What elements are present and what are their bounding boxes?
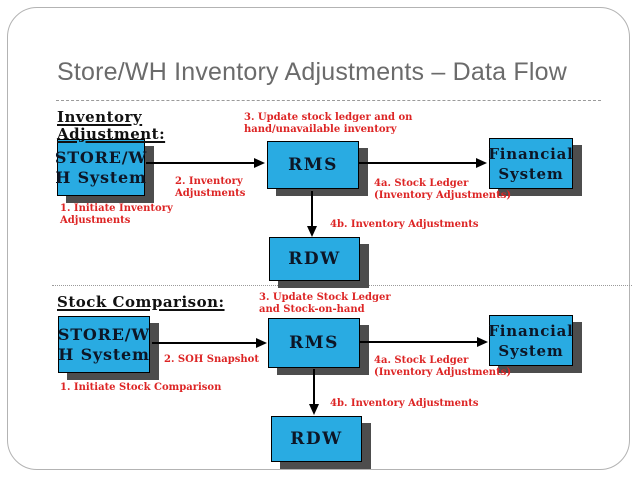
box-label: System — [498, 341, 564, 360]
store-wh-system-box: STORE/W H System — [58, 316, 150, 373]
slide-frame-border — [7, 7, 630, 470]
rms-box: RMS — [268, 318, 360, 368]
label-step-1: 1. Initiate Stock Comparison — [60, 382, 222, 393]
rdw-box: RDW — [269, 237, 360, 281]
arrow-rms-to-financial — [360, 337, 488, 347]
box-label: RMS — [289, 333, 339, 353]
arrow-down-icon — [307, 226, 317, 237]
box-label: H System — [58, 344, 150, 364]
section-heading-inventory-adjustment: Inventory Adjustment: — [57, 109, 165, 143]
arrow-right-icon — [477, 337, 488, 347]
arrow-right-icon — [256, 338, 267, 348]
section-heading-line: Inventory — [57, 108, 143, 126]
box-label: RDW — [288, 249, 341, 269]
rdw-box: RDW — [271, 416, 362, 462]
slide-title: Store/WH Inventory Adjustments – Data Fl… — [57, 58, 567, 86]
section-heading-stock-comparison: Stock Comparison: — [57, 294, 225, 311]
label-step-2: 2. Inventory Adjustments — [175, 176, 246, 199]
box-label: RDW — [290, 429, 343, 449]
label-step-3: 3. Update stock ledger and on hand/unava… — [244, 112, 413, 135]
arrow-right-icon — [476, 158, 487, 168]
label-step-4b: 4b. Inventory Adjustments — [330, 219, 479, 230]
arrow-rms-to-rdw — [309, 369, 319, 415]
box-label: STORE/W — [57, 324, 151, 344]
box-label: Financial — [488, 144, 574, 163]
label-step-4a: 4a. Stock Ledger (Inventory Adjustments) — [374, 178, 512, 201]
arrow-rms-to-financial — [359, 158, 487, 168]
arrow-right-icon — [254, 158, 265, 168]
label-step-1: 1. Initiate Inventory Adjustments — [60, 203, 173, 226]
box-label: RMS — [288, 155, 338, 175]
title-divider — [56, 100, 601, 101]
store-wh-system-box: STORE/W H System — [54, 139, 148, 196]
box-label: STORE/W — [54, 147, 148, 167]
label-step-3: 3. Update Stock Ledger and Stock-on-hand — [259, 292, 391, 315]
financial-system-box: Financial System — [488, 315, 574, 366]
arrow-store-to-rms — [146, 158, 265, 168]
label-step-4b: 4b. Inventory Adjustments — [330, 398, 479, 409]
arrow-down-icon — [309, 404, 319, 415]
arrow-rms-to-rdw — [307, 191, 317, 237]
section-divider — [52, 285, 632, 286]
box-label: Financial — [488, 321, 574, 340]
section-heading-line: Stock Comparison: — [57, 293, 225, 311]
box-label: H System — [55, 167, 147, 187]
rms-box: RMS — [267, 141, 359, 189]
label-step-4a: 4a. Stock Ledger (Inventory Adjustments) — [374, 355, 512, 378]
label-step-2: 2. SOH Snapshot — [164, 354, 259, 365]
section-heading-line: Adjustment: — [57, 125, 166, 143]
arrow-store-to-rms — [152, 338, 267, 348]
financial-system-box: Financial System — [488, 138, 574, 189]
box-label: System — [498, 164, 564, 183]
